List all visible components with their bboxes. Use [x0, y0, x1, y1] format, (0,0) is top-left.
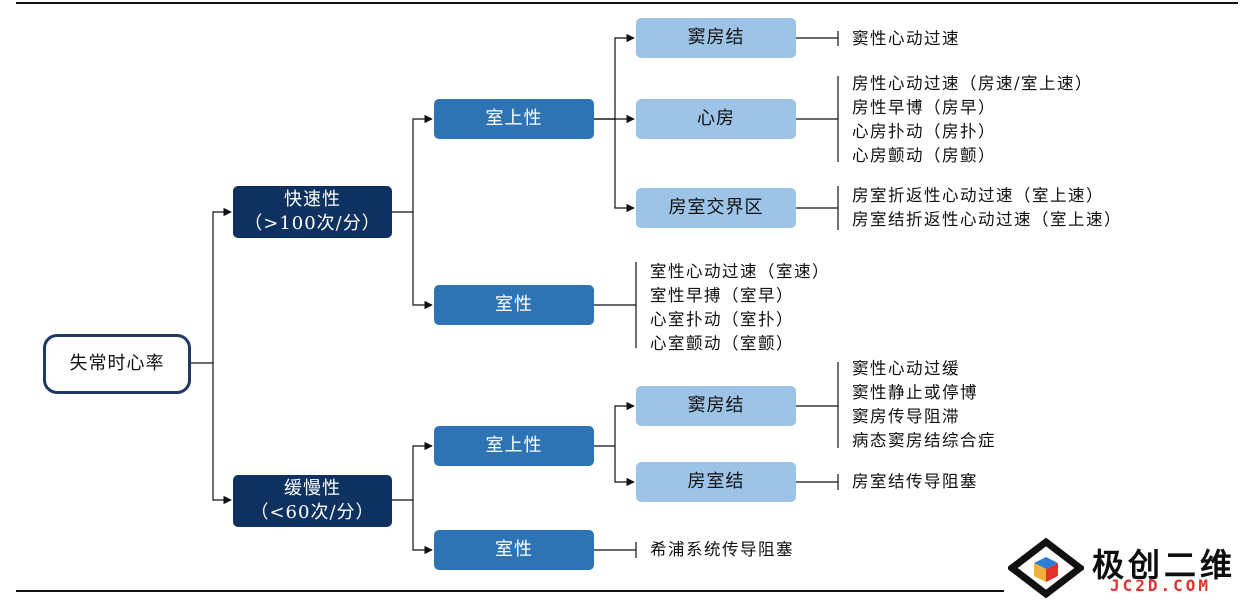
slow-ventricular-label: 室性: [495, 539, 533, 560]
fast-ventricular-list: 室性心动过速（室速） 室性早搏（室早） 心室扑动（室扑） 心室颤动（室颤）: [650, 260, 830, 356]
slow-supraventricular-label: 室上性: [485, 435, 543, 456]
fast-sinus-node: 窦房结: [636, 18, 796, 58]
list-item: 心室颤动（室颤）: [650, 334, 794, 353]
list-item: 心房扑动（房扑）: [852, 122, 996, 141]
fast-rate-label: 快速性: [284, 189, 341, 210]
fast-ventricular-label: 室性: [495, 294, 533, 315]
list-item: 心室扑动（室扑）: [650, 310, 794, 329]
fast-rate-node: 快速性 （>100次/分）: [233, 186, 392, 238]
slow-supraventricular-node: 室上性: [434, 426, 594, 466]
watermark-logo: 极创二维 JC2D.COM: [1006, 537, 1252, 599]
list-item: 病态窦房结综合症: [852, 431, 996, 450]
slow-avnode-label: 房室结: [687, 471, 745, 492]
diamond-cube-icon: [1006, 537, 1086, 599]
root-node: 失常时心率: [43, 334, 191, 394]
fast-sinus-list: 窦性心动过速: [852, 27, 960, 51]
slow-avnode-list: 房室结传导阻塞: [852, 470, 978, 494]
fast-junction-label: 房室交界区: [668, 197, 764, 218]
fast-ventricular-node: 室性: [434, 285, 594, 325]
fast-atrial-list: 房性心动过速（房速/室上速） 房性早博（房早） 心房扑动（房扑） 心房颤动（房颤…: [852, 72, 1093, 168]
slow-sinus-list: 窦性心动过缓 窦性静止或停博 窦房传导阻滞 病态窦房结综合症: [852, 357, 996, 453]
list-item: 室性心动过速（室速）: [650, 262, 830, 281]
list-item: 窦房传导阻滞: [852, 407, 960, 426]
list-item: 房室折返性心动过速（室上速）: [852, 186, 1104, 205]
fast-supraventricular-label: 室上性: [485, 108, 543, 129]
list-item: 心房颤动（房颤）: [852, 146, 996, 165]
slow-rate-label: 缓慢性: [284, 478, 341, 499]
slow-rate-node: 缓慢性 （<60次/分）: [233, 475, 392, 527]
bottom-rule: [16, 590, 1004, 592]
fast-supraventricular-node: 室上性: [434, 99, 594, 139]
fast-atrial-label: 心房: [697, 108, 735, 129]
slow-sinus-node: 窦房结: [636, 386, 796, 426]
top-rule: [16, 2, 1238, 4]
list-item: 房性早博（房早）: [852, 98, 996, 117]
list-item: 窦性心动过速: [852, 29, 960, 48]
list-item: 房性心动过速（房速/室上速）: [852, 74, 1094, 93]
logo-url: JC2D.COM: [1110, 576, 1212, 595]
fast-rate-sublabel: （>100次/分）: [244, 213, 381, 234]
fast-atrial-node: 心房: [636, 99, 796, 139]
list-item: 房室结传导阻塞: [852, 472, 978, 491]
list-item: 室性早搏（室早）: [650, 286, 794, 305]
root-node-label: 失常时心率: [69, 353, 165, 374]
slow-ventricular-node: 室性: [434, 530, 594, 570]
list-item: 房室结折返性心动过速（室上速）: [852, 210, 1122, 229]
slow-avnode-node: 房室结: [636, 462, 796, 502]
slow-rate-sublabel: （<60次/分）: [250, 502, 375, 523]
slow-sinus-label: 窦房结: [687, 395, 745, 416]
list-item: 希浦系统传导阻塞: [650, 540, 794, 559]
fast-sinus-label: 窦房结: [687, 27, 745, 48]
logo-title: 极创二维: [1092, 546, 1237, 584]
list-item: 窦性静止或停博: [852, 383, 978, 402]
list-item: 窦性心动过缓: [852, 359, 960, 378]
fast-junction-node: 房室交界区: [636, 188, 796, 228]
slow-ventricular-list: 希浦系统传导阻塞: [650, 538, 794, 562]
fast-junction-list: 房室折返性心动过速（室上速） 房室结折返性心动过速（室上速）: [852, 184, 1122, 232]
